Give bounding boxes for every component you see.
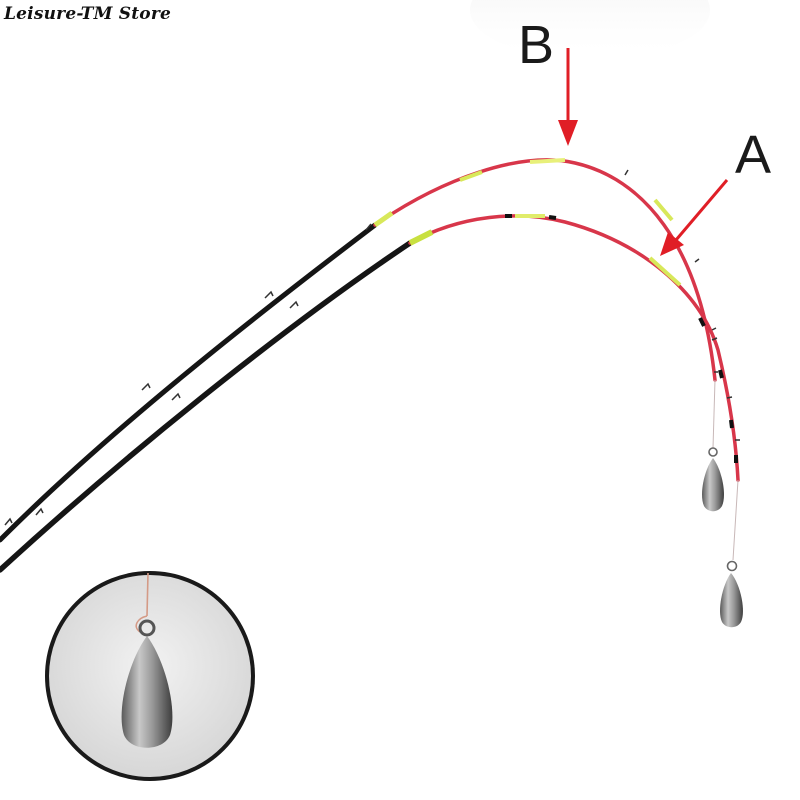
rod-a-guide bbox=[35, 507, 44, 516]
rod-a-sinker bbox=[720, 560, 743, 628]
rod-b-tip-band bbox=[529, 158, 566, 164]
rod-b-tip-band bbox=[373, 210, 394, 228]
store-watermark: Leisure-TM Store bbox=[4, 4, 171, 24]
rod-a-guide bbox=[711, 337, 718, 341]
arrow-b bbox=[558, 48, 578, 146]
arrow-a bbox=[660, 179, 729, 256]
rod-b-fishing-line bbox=[712, 379, 716, 449]
rod-a-fishing-line bbox=[732, 479, 739, 561]
label-a: A bbox=[735, 125, 772, 185]
rod-b-guide bbox=[365, 223, 372, 231]
rod-a-tip-band bbox=[548, 215, 557, 220]
label-b: B bbox=[518, 15, 555, 75]
rod-b-tip-band bbox=[459, 170, 483, 182]
rod-b-guide bbox=[694, 258, 700, 263]
rod-a bbox=[0, 214, 743, 628]
rod-a-tip-band bbox=[698, 317, 706, 327]
rod-b-guide bbox=[624, 169, 629, 176]
rod-b-guide bbox=[4, 517, 13, 526]
rod-b-tip-band bbox=[653, 198, 674, 222]
rod-a-guide bbox=[726, 396, 733, 399]
background-haze bbox=[470, 0, 710, 60]
inset-line-knot bbox=[135, 615, 148, 633]
inset-fishing-line bbox=[146, 572, 149, 617]
rod-a-guide bbox=[289, 300, 299, 309]
rod-b-guide bbox=[264, 290, 274, 299]
rod-a-guide bbox=[171, 392, 181, 401]
inset-closeup bbox=[45, 571, 255, 781]
rod-b-sinker bbox=[702, 447, 724, 512]
rod-a-tip-band bbox=[408, 229, 434, 246]
rod-a-tip-band bbox=[729, 419, 734, 429]
rod-a-tip bbox=[408, 214, 740, 482]
rod-a-blank bbox=[0, 240, 413, 573]
rod-a-tip-band bbox=[718, 369, 724, 379]
rod-b-blank bbox=[0, 222, 378, 543]
rod-b bbox=[0, 158, 724, 543]
inset-sinker bbox=[121, 636, 173, 748]
rod-b-guide bbox=[711, 327, 717, 331]
rod-a-tip-band bbox=[648, 256, 682, 287]
rod-b-tip bbox=[373, 158, 717, 382]
rod-b-guide bbox=[141, 382, 151, 391]
inset-sinker-eye bbox=[138, 619, 156, 637]
